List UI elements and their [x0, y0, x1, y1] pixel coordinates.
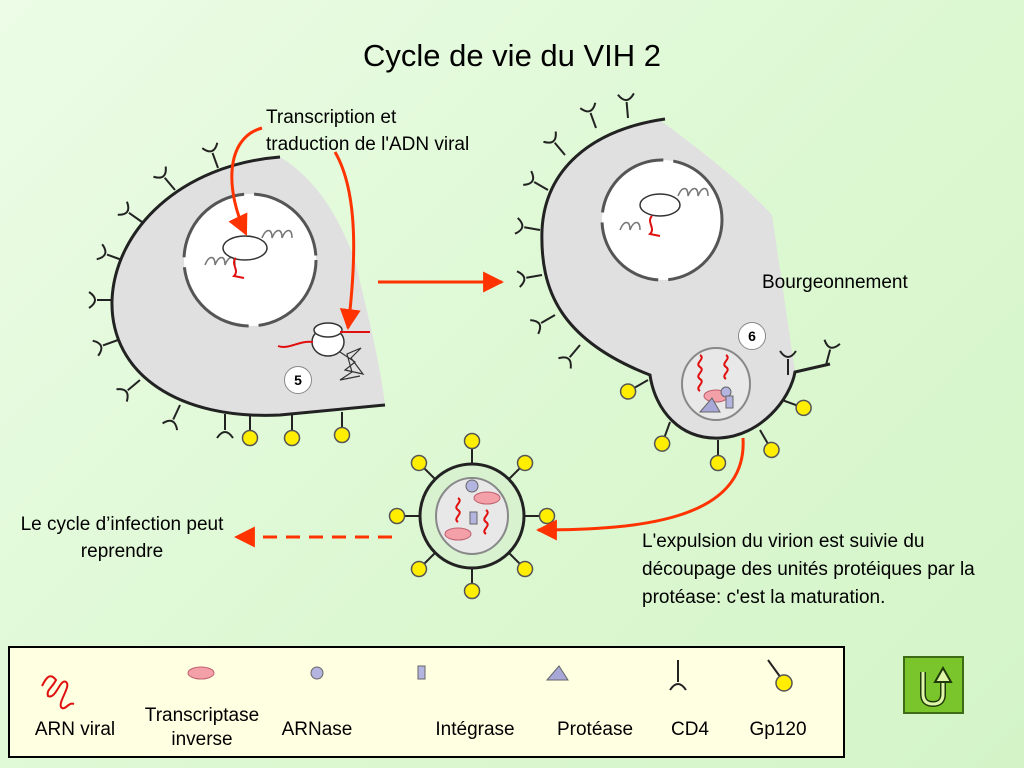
- page-title: Cycle de vie du VIH 2: [362, 38, 662, 73]
- cd4-receptor: [779, 350, 797, 375]
- bourgeonnement-label: Bourgeonnement: [762, 272, 908, 293]
- cd4-receptor: [523, 170, 549, 191]
- legend-label-cd4: CD4: [670, 719, 709, 740]
- gp120-spike: [463, 568, 481, 600]
- legend-label-transcriptase: Transcriptase inverse: [144, 705, 260, 750]
- gp120-spike: [524, 507, 556, 525]
- cd4-receptor: [617, 92, 635, 119]
- gp120-spike: [241, 415, 259, 447]
- legend-label-integrase: Intégrase: [435, 719, 515, 740]
- cell-1-protein-chain: [339, 347, 365, 381]
- gp120-spike: [653, 421, 671, 452]
- cell-2-dna-coil: [619, 187, 709, 231]
- gp120-spike: [781, 399, 812, 417]
- arrow-to-nucleus: [228, 126, 263, 236]
- cd4-receptor: [88, 291, 113, 309]
- gp120-spike: [759, 429, 780, 459]
- legend: ARN viral Transcriptase inverse ARNase I…: [8, 646, 845, 758]
- gp120-spike: [283, 415, 301, 447]
- gp120-spike: [709, 440, 727, 472]
- cd4-receptor: [543, 131, 566, 156]
- step-5-badge: 5: [284, 366, 312, 394]
- cell-2-nucleus: [600, 158, 724, 282]
- gp120-spike: [463, 432, 481, 464]
- cd4-icon: [669, 660, 687, 691]
- cell-2-membrane: [540, 117, 831, 440]
- gp120-icon: [767, 659, 793, 692]
- transcriptase-inverse-icon: [187, 666, 215, 680]
- legend-label-arn-viral: ARN viral: [34, 719, 116, 740]
- cell-1-ribosome: [311, 322, 345, 357]
- legend-label-protease: Protéase: [556, 719, 634, 740]
- u-turn-arrow-icon: [920, 665, 953, 708]
- gp120-spike: [410, 454, 436, 480]
- gp120-spike: [508, 552, 534, 578]
- cd4-receptor: [92, 339, 119, 357]
- arnase-icon: [310, 666, 324, 680]
- cd4-receptor: [514, 217, 541, 235]
- gp120-spike: [388, 507, 420, 525]
- cell-step-6: [514, 92, 841, 472]
- cell-2-rna-strand: [647, 215, 661, 237]
- mature-virion: [388, 432, 556, 600]
- cell-2-cd4-receptors: [514, 92, 841, 375]
- budding-virion: [681, 347, 751, 421]
- expulsion-label: L'expulsion du virion est suivie du déco…: [642, 531, 975, 608]
- cell-2-gp120: [619, 379, 812, 472]
- gp120-spike: [508, 454, 534, 480]
- arn-viral-icon: [41, 675, 75, 710]
- cd4-receptor: [162, 404, 181, 431]
- cell-1-gp120: [241, 412, 351, 447]
- cd4-receptor: [216, 414, 234, 439]
- gp120-spike: [333, 412, 351, 444]
- integrase-icon: [417, 665, 426, 680]
- step-6-badge: 6: [738, 322, 766, 350]
- cell-1-rna-strand: [231, 257, 245, 279]
- protease-icon: [545, 665, 569, 681]
- cell-step-5: [88, 142, 386, 447]
- arrow-to-ribosome: [333, 151, 361, 331]
- cell-1-dna-coil: [204, 229, 293, 266]
- cd4-receptor: [558, 344, 581, 369]
- back-button[interactable]: [903, 656, 964, 714]
- gp120-spike: [410, 552, 436, 578]
- legend-icons: [41, 659, 793, 710]
- cd4-receptor: [530, 314, 556, 335]
- cd4-receptor: [96, 243, 123, 261]
- legend-label-arnase: ARNase: [281, 719, 353, 740]
- restart-label: Le cycle d’infection peut reprendre: [20, 514, 224, 562]
- gp120-spike: [619, 379, 649, 400]
- virion-gp120: [388, 432, 556, 600]
- cd4-receptor: [516, 270, 543, 288]
- cd4-receptor: [823, 339, 841, 366]
- cd4-receptor: [201, 142, 219, 169]
- cd4-receptor: [116, 379, 141, 402]
- transcription-label: Transcription et traduction de l'ADN vir…: [266, 107, 470, 155]
- cd4-receptor: [153, 166, 176, 191]
- arrow-to-virion: [535, 437, 745, 541]
- cd4-receptor: [117, 201, 143, 223]
- cd4-receptor: [579, 102, 597, 129]
- cell-1-mrna: [277, 331, 370, 348]
- legend-label-gp120: Gp120: [749, 719, 807, 740]
- cell-1-cd4-receptors: [88, 142, 234, 439]
